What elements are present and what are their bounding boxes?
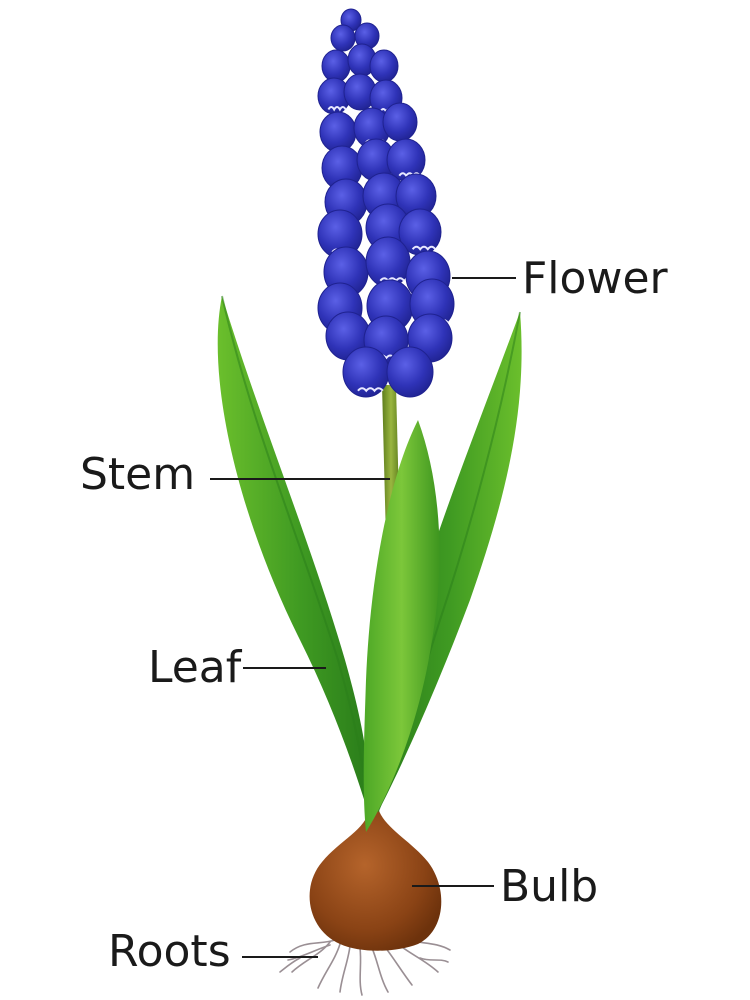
flower-floret xyxy=(369,49,399,83)
stem-label: Stem xyxy=(80,449,196,500)
floret-frill xyxy=(379,277,405,283)
floret-frill xyxy=(398,172,421,178)
bulb-label: Bulb xyxy=(500,861,599,912)
leaf-label: Leaf xyxy=(148,642,242,693)
floret-frill xyxy=(357,387,384,393)
roots-label: Roots xyxy=(108,926,231,977)
flower-floret xyxy=(386,346,434,398)
flower-floret xyxy=(321,49,351,83)
flower-floret xyxy=(330,24,356,52)
floret-frill xyxy=(411,245,437,251)
center-leaf xyxy=(363,420,440,832)
bulb-shape xyxy=(309,808,442,951)
leader-lines xyxy=(210,277,516,958)
floret-frill xyxy=(327,106,347,112)
flower-floret xyxy=(382,102,418,142)
flower-label: Flower xyxy=(522,253,668,304)
left-leaf xyxy=(217,296,369,812)
flower-cluster xyxy=(317,8,455,398)
